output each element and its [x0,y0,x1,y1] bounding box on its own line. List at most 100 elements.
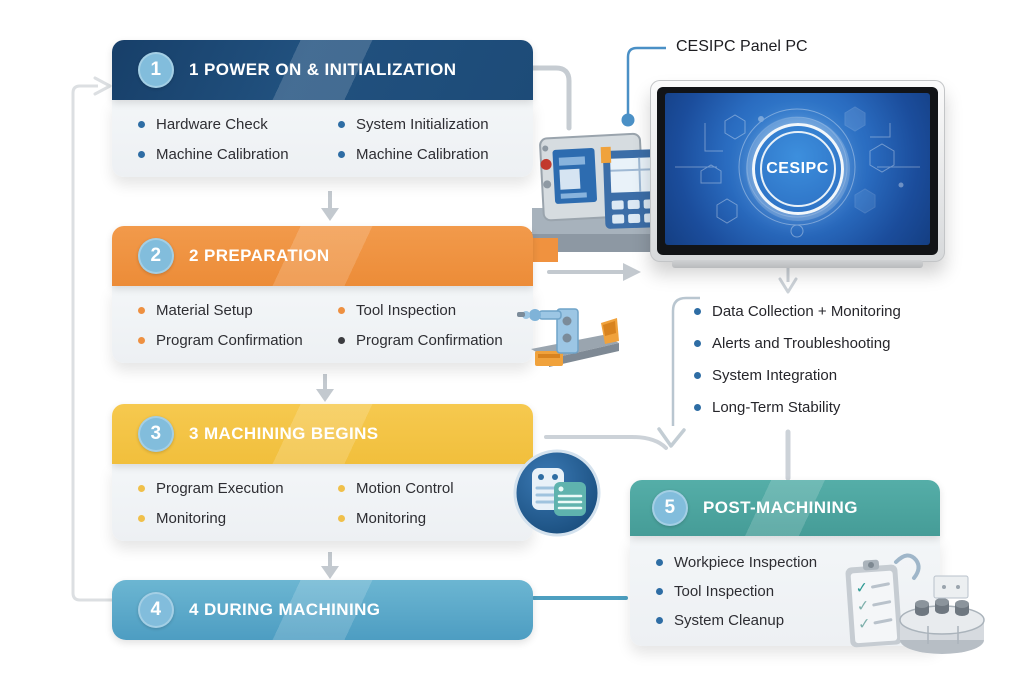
bullet-icon [694,307,701,315]
bullet-icon [338,515,345,522]
bullet-icon [138,515,145,522]
step2-body: Material Setup Tool Inspection Program C… [112,286,533,363]
list-item-label: System Cleanup [674,612,785,629]
feedback-loop-arrow [71,76,112,602]
bullet-icon [138,307,145,314]
list-item-label: Monitoring [356,510,427,527]
list-item-label: System Initialization [356,116,489,133]
list-item: Program Execution [138,480,338,497]
step2-number-badge: 2 [138,238,174,274]
panel-pc-screen: CESIPC [665,93,930,245]
bullet-icon [694,371,701,379]
list-item-label: Hardware Check [156,116,268,133]
list-item: System Initialization [338,116,523,133]
svg-text:✓: ✓ [855,578,869,597]
svg-text:✓: ✓ [856,596,870,615]
list-item: System Integration [694,359,901,391]
list-item: Monitoring [138,510,338,527]
step5-header: 5 POST-MACHINING [630,480,940,536]
list-item-label: Machine Calibration [156,146,289,163]
step3-number-badge: 3 [138,416,174,452]
cesipc-logo-text: CESIPC [759,131,836,207]
bullet-icon [694,403,701,411]
documents-icon [512,448,602,538]
arrow-step1-to-step2 [321,191,339,221]
step4-number-badge: 4 [138,592,174,628]
list-item: Material Setup [138,302,338,319]
bullet-icon [338,307,345,314]
bullet-icon [138,485,145,492]
step-card-3: 3 3 MACHINING BEGINS Program Execution M… [112,404,533,541]
cnc-machine-illustration [518,132,678,262]
list-item-label: Tool Inspection [356,302,457,319]
step1-title: 1 POWER ON & INITIALIZATION [189,60,457,79]
list-item-label: Monitoring [156,510,227,527]
step1-number-badge: 1 [138,52,174,88]
step5-number-badge: 5 [652,490,688,526]
list-item: System Cleanup [656,612,930,629]
list-item: Program Confirmation [138,332,338,349]
bullet-icon [138,121,145,128]
tool-holder-illustration [517,308,619,367]
list-item: Tool Inspection [338,302,523,319]
header-sheen [112,40,533,100]
step1-body: Hardware Check System Initialization Mac… [112,100,533,177]
step4-header: 4 4 DURING MACHINING [112,580,533,640]
step3-header: 3 3 MACHINING BEGINS [112,404,533,464]
list-item: Long-Term Stability [694,391,901,423]
step-card-1: 1 1 POWER ON & INITIALIZATION Hardware C… [112,40,533,177]
panel-pc-base [672,260,923,268]
inspection-illustration: ✓ ✓ ✓ [845,553,985,654]
step-card-4: 4 4 DURING MACHINING [112,580,533,640]
panel-pc-illustration: CESIPC [650,80,945,268]
step3-body: Program Execution Motion Control Monitor… [112,464,533,541]
bullet-icon [694,339,701,347]
hexagon-pattern [675,106,920,238]
bullet-icon [338,485,345,492]
header-sheen [112,580,533,640]
list-item-label: Data Collection + Monitoring [712,302,901,320]
step1-header: 1 1 POWER ON & INITIALIZATION [112,40,533,100]
arrow-step3-to-step4 [321,552,339,579]
bullet-icon [338,337,345,344]
list-item-label: Material Setup [156,302,253,319]
list-item: Machine Calibration [338,146,523,163]
step3-title: 3 MACHINING BEGINS [189,424,379,443]
bullet-icon [138,151,145,158]
bullet-icon [338,151,345,158]
list-item-label: Tool Inspection [674,583,775,600]
step4-title: 4 DURING MACHINING [189,600,381,619]
bullet-icon [656,559,663,566]
list-item: Tool Inspection [656,583,930,600]
bullet-icon [138,337,145,344]
header-sheen [112,404,533,464]
bullet-icon [338,121,345,128]
monitoring-feature-list: Data Collection + Monitoring Alerts and … [694,295,901,423]
list-item-label: System Integration [712,366,838,384]
bullet-icon [656,617,663,624]
list-item: Data Collection + Monitoring [694,295,901,327]
list-item-label: Long-Term Stability [712,398,841,416]
list-item: Alerts and Troubleshooting [694,327,901,359]
step-card-2: 2 2 PREPARATION Material Setup Tool Insp… [112,226,533,363]
list-item: Workpiece Inspection [656,554,930,571]
svg-text:✓: ✓ [857,614,871,633]
list-item: Motion Control [338,480,523,497]
list-item-label: Program Confirmation [156,332,303,349]
list-item: Monitoring [338,510,523,527]
arrow-step2-to-step3 [316,374,334,402]
list-item: Machine Calibration [138,146,338,163]
list-item-label: Program Confirmation [356,332,503,349]
list-item-label: Machine Calibration [356,146,489,163]
list-item-label: Workpiece Inspection [674,554,818,571]
list-item: Hardware Check [138,116,338,133]
header-sheen [112,226,533,286]
step2-title: 2 PREPARATION [189,246,330,265]
panel-pc-callout-label: CESIPC Panel PC [676,38,808,55]
cesipc-logo-ring: CESIPC [751,123,844,215]
step5-title: POST-MACHINING [703,498,858,517]
step2-header: 2 2 PREPARATION [112,226,533,286]
list-item-label: Alerts and Troubleshooting [712,334,891,352]
list-item-label: Motion Control [356,480,454,497]
